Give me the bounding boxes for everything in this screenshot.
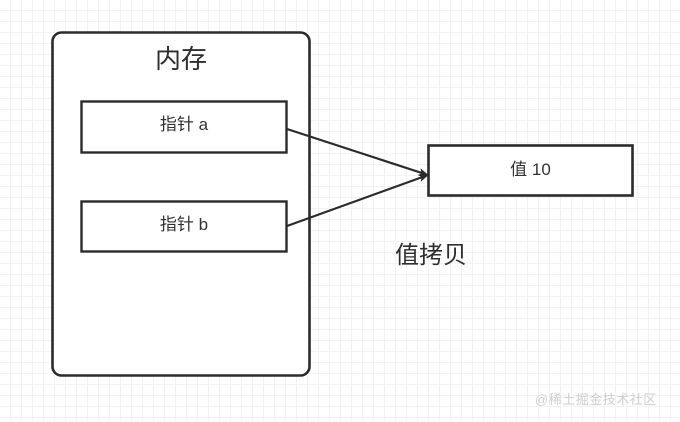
pointer-a-label: 指针 a [159,115,209,134]
pointer-b-label: 指针 b [159,215,209,234]
pointer-b-box [80,200,288,253]
value-box-label: 值 10 [510,160,551,179]
edge-pointer-a-to-value [286,127,429,177]
value-box [427,144,634,197]
watermark: @稀土掘金技术社区 [535,392,657,407]
memory-container-title: 内存 [154,44,207,74]
value-copy-annotation: 值拷贝 [395,242,467,269]
pointer-a-box [80,100,288,154]
edge-pointer-b-to-value [286,173,429,228]
